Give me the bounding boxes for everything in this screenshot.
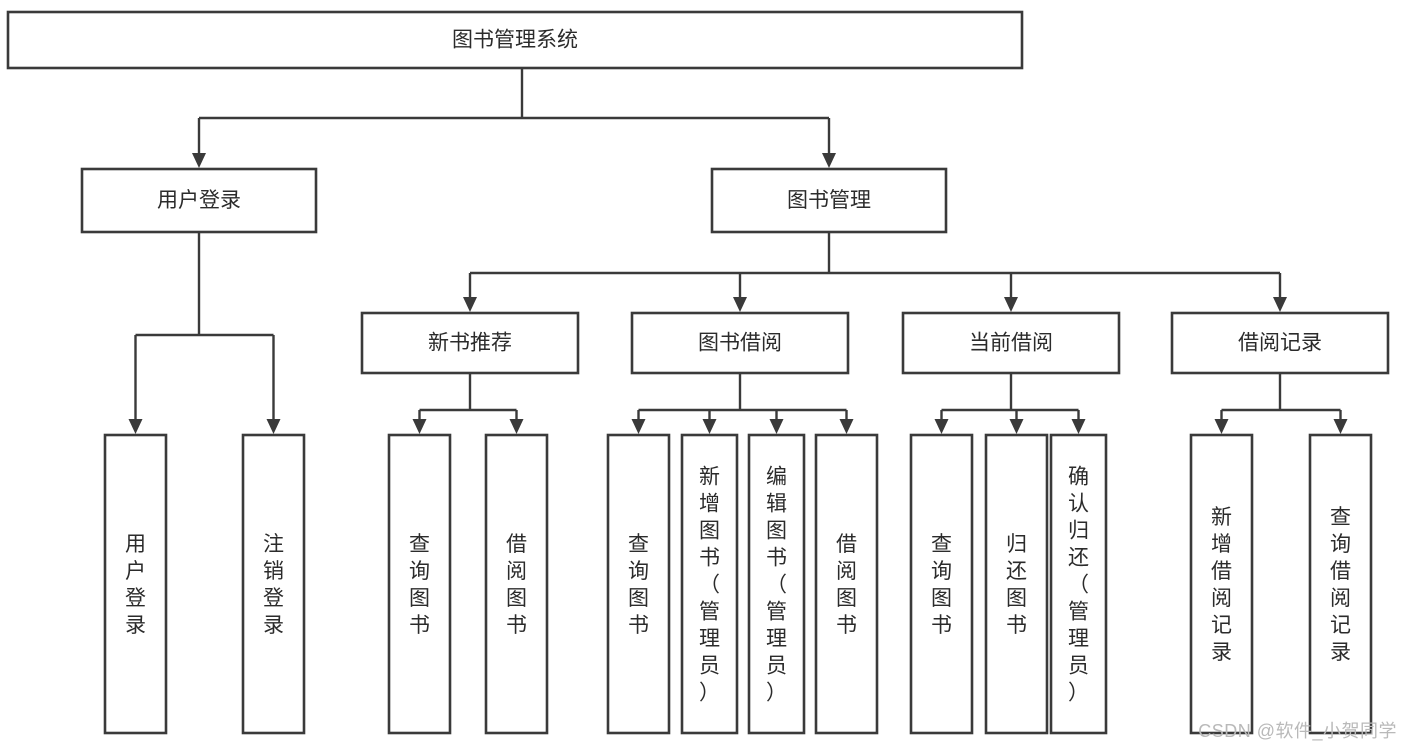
node-label-leaf-return-book: 归还图书	[1006, 533, 1027, 637]
node-box-leaf-query-record	[1308, 433, 1373, 735]
node-borrow-record[interactable]: 借阅记录	[1170, 311, 1390, 375]
node-box-leaf-user-login	[103, 433, 168, 735]
node-leaf-logout[interactable]: 注销登录	[241, 433, 306, 735]
node-label-leaf-borrow-book-1: 借阅图书	[506, 533, 527, 637]
node-box-leaf-edit-book	[747, 433, 806, 735]
node-label-book-borrow: 图书借阅	[698, 332, 782, 355]
node-user-login[interactable]: 用户登录	[80, 167, 318, 234]
node-label-root: 图书管理系统	[452, 29, 578, 52]
node-label-user-login: 用户登录	[157, 189, 241, 212]
node-box-new-book-rec	[360, 311, 580, 375]
node-label-leaf-user-login: 用户登录	[125, 533, 146, 637]
node-box-book-manage	[710, 167, 948, 234]
node-box-leaf-query-book-3	[909, 433, 974, 735]
node-box-leaf-add-book	[680, 433, 739, 735]
node-label-leaf-query-book-2: 查询图书	[628, 533, 649, 637]
node-label-current-borrow: 当前借阅	[969, 332, 1053, 355]
node-label-leaf-logout: 注销登录	[263, 533, 284, 637]
node-leaf-return-book[interactable]: 归还图书	[984, 433, 1049, 735]
node-root[interactable]: 图书管理系统	[6, 10, 1024, 70]
node-leaf-edit-book[interactable]: 编辑图书（管理员）	[747, 433, 806, 735]
node-leaf-query-record[interactable]: 查询借阅记录	[1308, 433, 1373, 735]
node-box-leaf-confirm-return	[1049, 433, 1108, 735]
connectors-layer	[128, 68, 1348, 434]
node-box-user-login	[80, 167, 318, 234]
node-label-new-book-rec: 新书推荐	[428, 332, 512, 355]
node-leaf-query-book-3[interactable]: 查询图书	[909, 433, 974, 735]
node-leaf-borrow-book-1[interactable]: 借阅图书	[484, 433, 549, 735]
node-box-book-borrow	[630, 311, 850, 375]
node-box-leaf-add-record	[1189, 433, 1254, 735]
node-label-leaf-query-record: 查询借阅记录	[1330, 506, 1351, 664]
node-box-leaf-return-book	[984, 433, 1049, 735]
node-label-leaf-query-book-3: 查询图书	[931, 533, 952, 637]
node-leaf-confirm-return[interactable]: 确认归还（管理员）	[1049, 433, 1108, 735]
node-box-leaf-query-book-1	[387, 433, 452, 735]
node-label-leaf-query-book-1: 查询图书	[409, 533, 430, 637]
node-label-leaf-edit-book: 编辑图书（管理员）	[766, 466, 787, 705]
node-current-borrow[interactable]: 当前借阅	[901, 311, 1121, 375]
node-leaf-user-login[interactable]: 用户登录	[103, 433, 168, 735]
node-box-root	[6, 10, 1024, 70]
nodes-layer: 图书管理系统用户登录图书管理新书推荐图书借阅当前借阅借阅记录用户登录注销登录查询…	[6, 10, 1390, 735]
node-box-leaf-borrow-book-2	[814, 433, 879, 735]
node-box-leaf-logout	[241, 433, 306, 735]
node-label-leaf-borrow-book-2: 借阅图书	[836, 533, 857, 637]
node-book-borrow[interactable]: 图书借阅	[630, 311, 850, 375]
node-box-leaf-query-book-2	[606, 433, 671, 735]
node-label-leaf-add-record: 新增借阅记录	[1211, 506, 1232, 664]
node-leaf-query-book-2[interactable]: 查询图书	[606, 433, 671, 735]
node-book-manage[interactable]: 图书管理	[710, 167, 948, 234]
node-box-current-borrow	[901, 311, 1121, 375]
node-label-leaf-add-book: 新增图书（管理员）	[699, 466, 720, 705]
node-leaf-add-record[interactable]: 新增借阅记录	[1189, 433, 1254, 735]
node-leaf-add-book[interactable]: 新增图书（管理员）	[680, 433, 739, 735]
node-label-borrow-record: 借阅记录	[1238, 332, 1322, 355]
node-leaf-borrow-book-2[interactable]: 借阅图书	[814, 433, 879, 735]
node-leaf-query-book-1[interactable]: 查询图书	[387, 433, 452, 735]
node-box-borrow-record	[1170, 311, 1390, 375]
node-new-book-rec[interactable]: 新书推荐	[360, 311, 580, 375]
node-box-leaf-borrow-book-1	[484, 433, 549, 735]
watermark-label: CSDN @软件_小贺同学	[1198, 721, 1397, 741]
node-label-leaf-confirm-return: 确认归还（管理员）	[1068, 466, 1089, 705]
node-label-book-manage: 图书管理	[787, 189, 871, 212]
